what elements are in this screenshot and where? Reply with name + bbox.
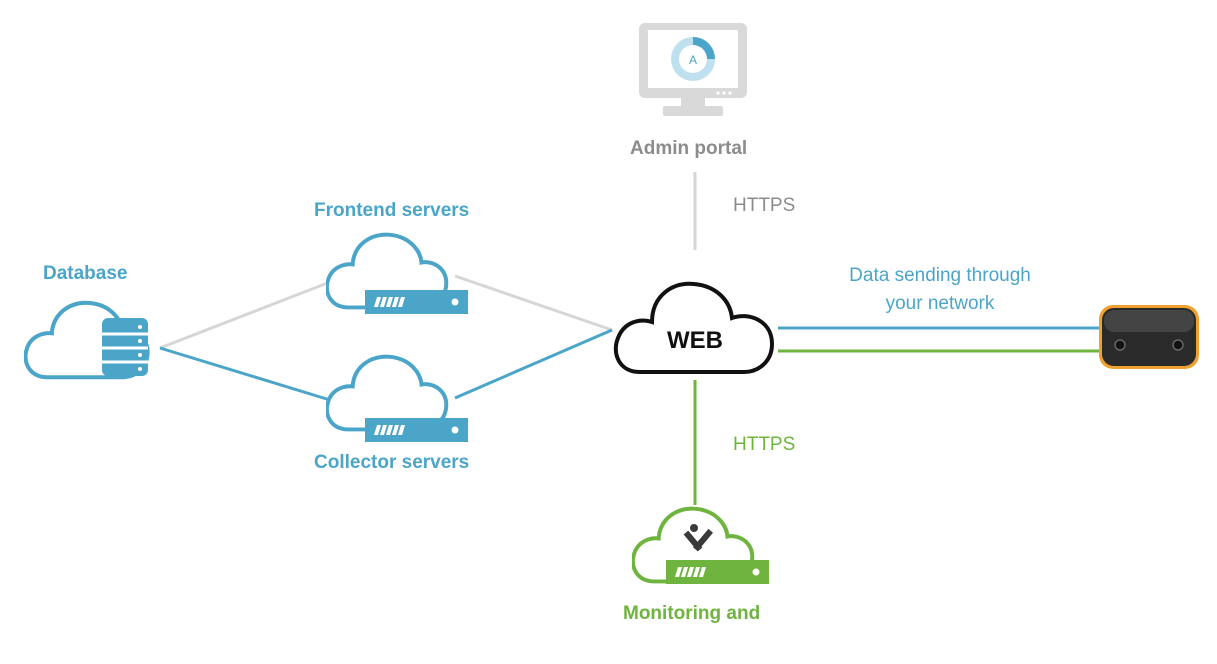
- monitoring-https-label: HTTPS: [733, 434, 796, 455]
- cloud-icon: [613, 281, 775, 374]
- link-database-frontend: [159, 280, 331, 350]
- web-label: WEB: [667, 327, 723, 354]
- data-sending-line-1: Data sending through: [849, 265, 1031, 286]
- link-collector-web: [454, 328, 613, 400]
- monitoring-label: Monitoring and: [623, 603, 761, 624]
- cloud-database-icon: [28, 305, 148, 376]
- data-sending-line-2: your network: [885, 293, 995, 314]
- data-sending-label: Data sending through your network: [820, 262, 1060, 318]
- frontend-servers-label: Frontend servers: [314, 200, 470, 221]
- cloud-server-icon: [329, 237, 468, 314]
- tools-icon: [683, 524, 714, 552]
- link-database-collector: [159, 346, 331, 402]
- sensor-device-icon: [1099, 305, 1199, 369]
- monitor-dashboard-icon: A: [639, 23, 747, 116]
- cloud-server-icon: [329, 359, 468, 442]
- link-frontend-web: [454, 274, 613, 332]
- admin-https-label: HTTPS: [733, 195, 796, 216]
- svg-text:A: A: [689, 53, 697, 67]
- database-label: Database: [43, 263, 128, 284]
- admin-portal-label: Admin portal: [630, 138, 748, 159]
- cloud-server-tools-icon: [635, 511, 769, 584]
- collector-servers-label: Collector servers: [314, 452, 470, 473]
